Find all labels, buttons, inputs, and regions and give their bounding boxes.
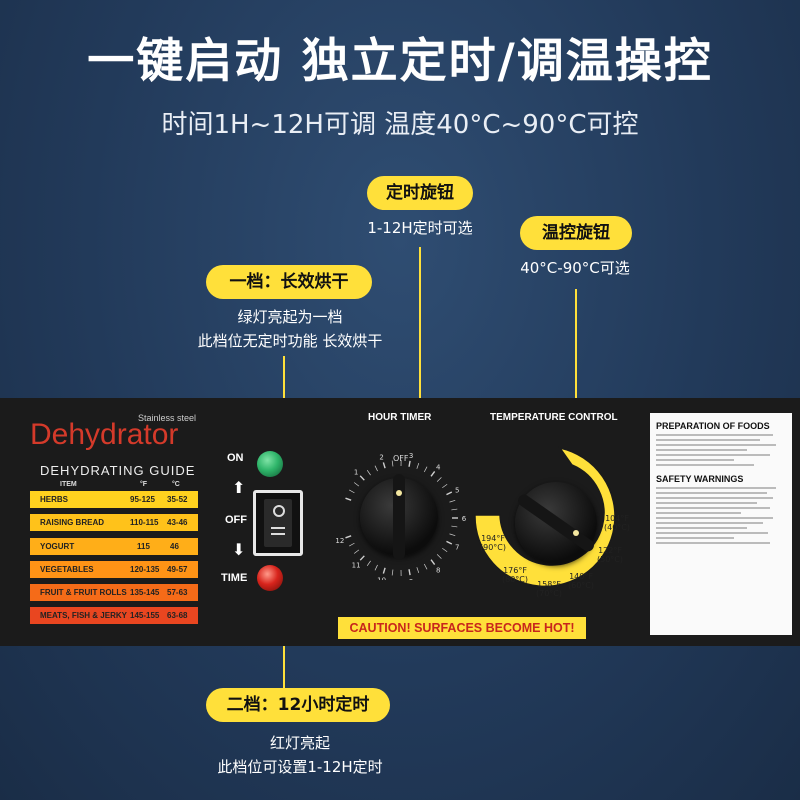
temp-mark: 122°F(50°C)	[597, 546, 624, 564]
switch-on-label: ON	[227, 452, 244, 464]
timer-knob-callout: 定时旋钮	[367, 176, 473, 210]
timer-tick	[449, 533, 456, 537]
instruction-card: PREPARATION OF FOODS SAFETY WARNINGS	[650, 413, 792, 635]
hour-timer-label: HOUR TIMER	[368, 412, 432, 423]
timer-tick-label: 5	[455, 486, 459, 494]
switch-time-label: TIME	[221, 572, 248, 584]
timer-tick-label: 9	[409, 578, 413, 580]
timer-tick	[366, 469, 371, 476]
timer-tick-label: 4	[436, 464, 441, 472]
timer-tick-label: 11	[352, 562, 361, 570]
timer-tick	[374, 564, 378, 571]
mode2-desc-1: 红灯亮起	[269, 734, 330, 752]
brand-logo: Dehydrator	[30, 418, 179, 451]
timer-tick-label: 1	[354, 468, 358, 476]
timer-tick	[366, 560, 371, 567]
timer-knob[interactable]	[360, 474, 438, 560]
timer-tick	[451, 508, 458, 511]
timer-tick	[442, 547, 448, 553]
timer-tick	[446, 491, 453, 496]
green-indicator-light	[257, 451, 283, 477]
prep-title: PREPARATION OF FOODS	[656, 421, 770, 431]
prep-text	[656, 434, 786, 466]
mode1-desc-2: 此档位无定时功能 长效烘干	[197, 332, 383, 350]
timer-tick	[408, 569, 411, 576]
timer-tick	[416, 567, 420, 573]
mode1-desc-1: 绿灯亮起为一档	[237, 308, 343, 326]
safety-title: SAFETY WARNINGS	[656, 474, 744, 484]
mode1-callout: 一档：长效烘干	[206, 265, 372, 299]
timer-leader-line	[419, 247, 421, 487]
timer-tick	[430, 559, 436, 565]
timer-tick	[436, 477, 442, 482]
timer-tick	[449, 499, 456, 503]
timer-tick	[353, 549, 360, 554]
temp-knob-callout: 温控旋钮	[520, 216, 632, 250]
timer-tick	[423, 563, 428, 570]
guide-col-item: ITEM	[60, 481, 77, 488]
timer-tick	[391, 460, 394, 467]
guide-col-c: °C	[172, 481, 180, 488]
timer-tick-label: 6	[462, 515, 467, 523]
timer-tick-label: 7	[455, 544, 459, 552]
timer-tick	[451, 525, 458, 528]
timer-tick	[408, 460, 411, 467]
arrow-down-icon: ⬇	[232, 540, 246, 559]
timer-tick-label: 8	[436, 566, 440, 574]
switch-off-label: OFF	[225, 514, 247, 526]
safety-text	[656, 487, 786, 544]
guide-title: DEHYDRATING GUIDE	[40, 463, 196, 478]
timer-tick	[353, 482, 360, 487]
timer-tick-label: 2	[379, 454, 383, 462]
temp-knob-desc: 40°C-90°C可选	[520, 259, 630, 277]
rocker-switch[interactable]	[253, 490, 303, 556]
temp-mark: 194°F(90°C)	[480, 534, 507, 552]
temp-control-label: TEMPERATURE CONTROL	[490, 412, 618, 423]
timer-tick	[391, 569, 394, 576]
timer-tick	[416, 463, 420, 469]
timer-tick	[359, 475, 365, 481]
temp-knob[interactable]	[515, 482, 597, 564]
temp-mark: 140°F(60°C)	[568, 572, 595, 590]
page-subtitle: 时间1H~12H可调 温度40°C~90°C可控	[161, 110, 639, 140]
timer-tick	[359, 555, 365, 561]
mode2-callout: 二档：12小时定时	[206, 688, 390, 722]
timer-tick	[345, 497, 352, 501]
timer-off-label: OFF	[393, 454, 409, 463]
timer-tick	[423, 466, 428, 473]
mode2-desc-2: 此档位可设置1-12H定时	[217, 758, 383, 776]
timer-tick	[374, 465, 378, 472]
page-title: 一键启动 独立定时/调温操控	[87, 34, 713, 89]
timer-tick-label: 12	[335, 537, 344, 545]
timer-knob-desc: 1-12H定时可选	[367, 219, 473, 237]
temp-mark: 104°F(40°C)	[604, 514, 631, 532]
temp-mark: 176°F(80°C)	[502, 566, 529, 584]
timer-tick	[349, 489, 355, 494]
red-indicator-light	[257, 565, 283, 591]
arrow-up-icon: ⬆	[232, 478, 246, 497]
timer-tick	[436, 554, 442, 559]
temp-dial	[474, 446, 616, 588]
guide-col-f: °F	[140, 481, 148, 488]
timer-tick	[345, 535, 352, 539]
timer-tick-label: 3	[409, 452, 413, 460]
timer-tick-label: 10	[377, 576, 386, 580]
stainless-label: Stainless steel	[138, 413, 197, 423]
timer-tick	[382, 567, 386, 574]
timer-tick	[442, 483, 448, 489]
timer-tick	[382, 462, 386, 469]
caution-banner: CAUTION! SURFACES BECOME HOT!	[338, 617, 586, 639]
timer-tick	[446, 540, 453, 545]
temp-mark: 158°F(70°C)	[536, 580, 563, 598]
timer-tick	[349, 542, 355, 547]
timer-dial: 123456789101112	[335, 452, 467, 580]
timer-tick	[430, 471, 436, 477]
